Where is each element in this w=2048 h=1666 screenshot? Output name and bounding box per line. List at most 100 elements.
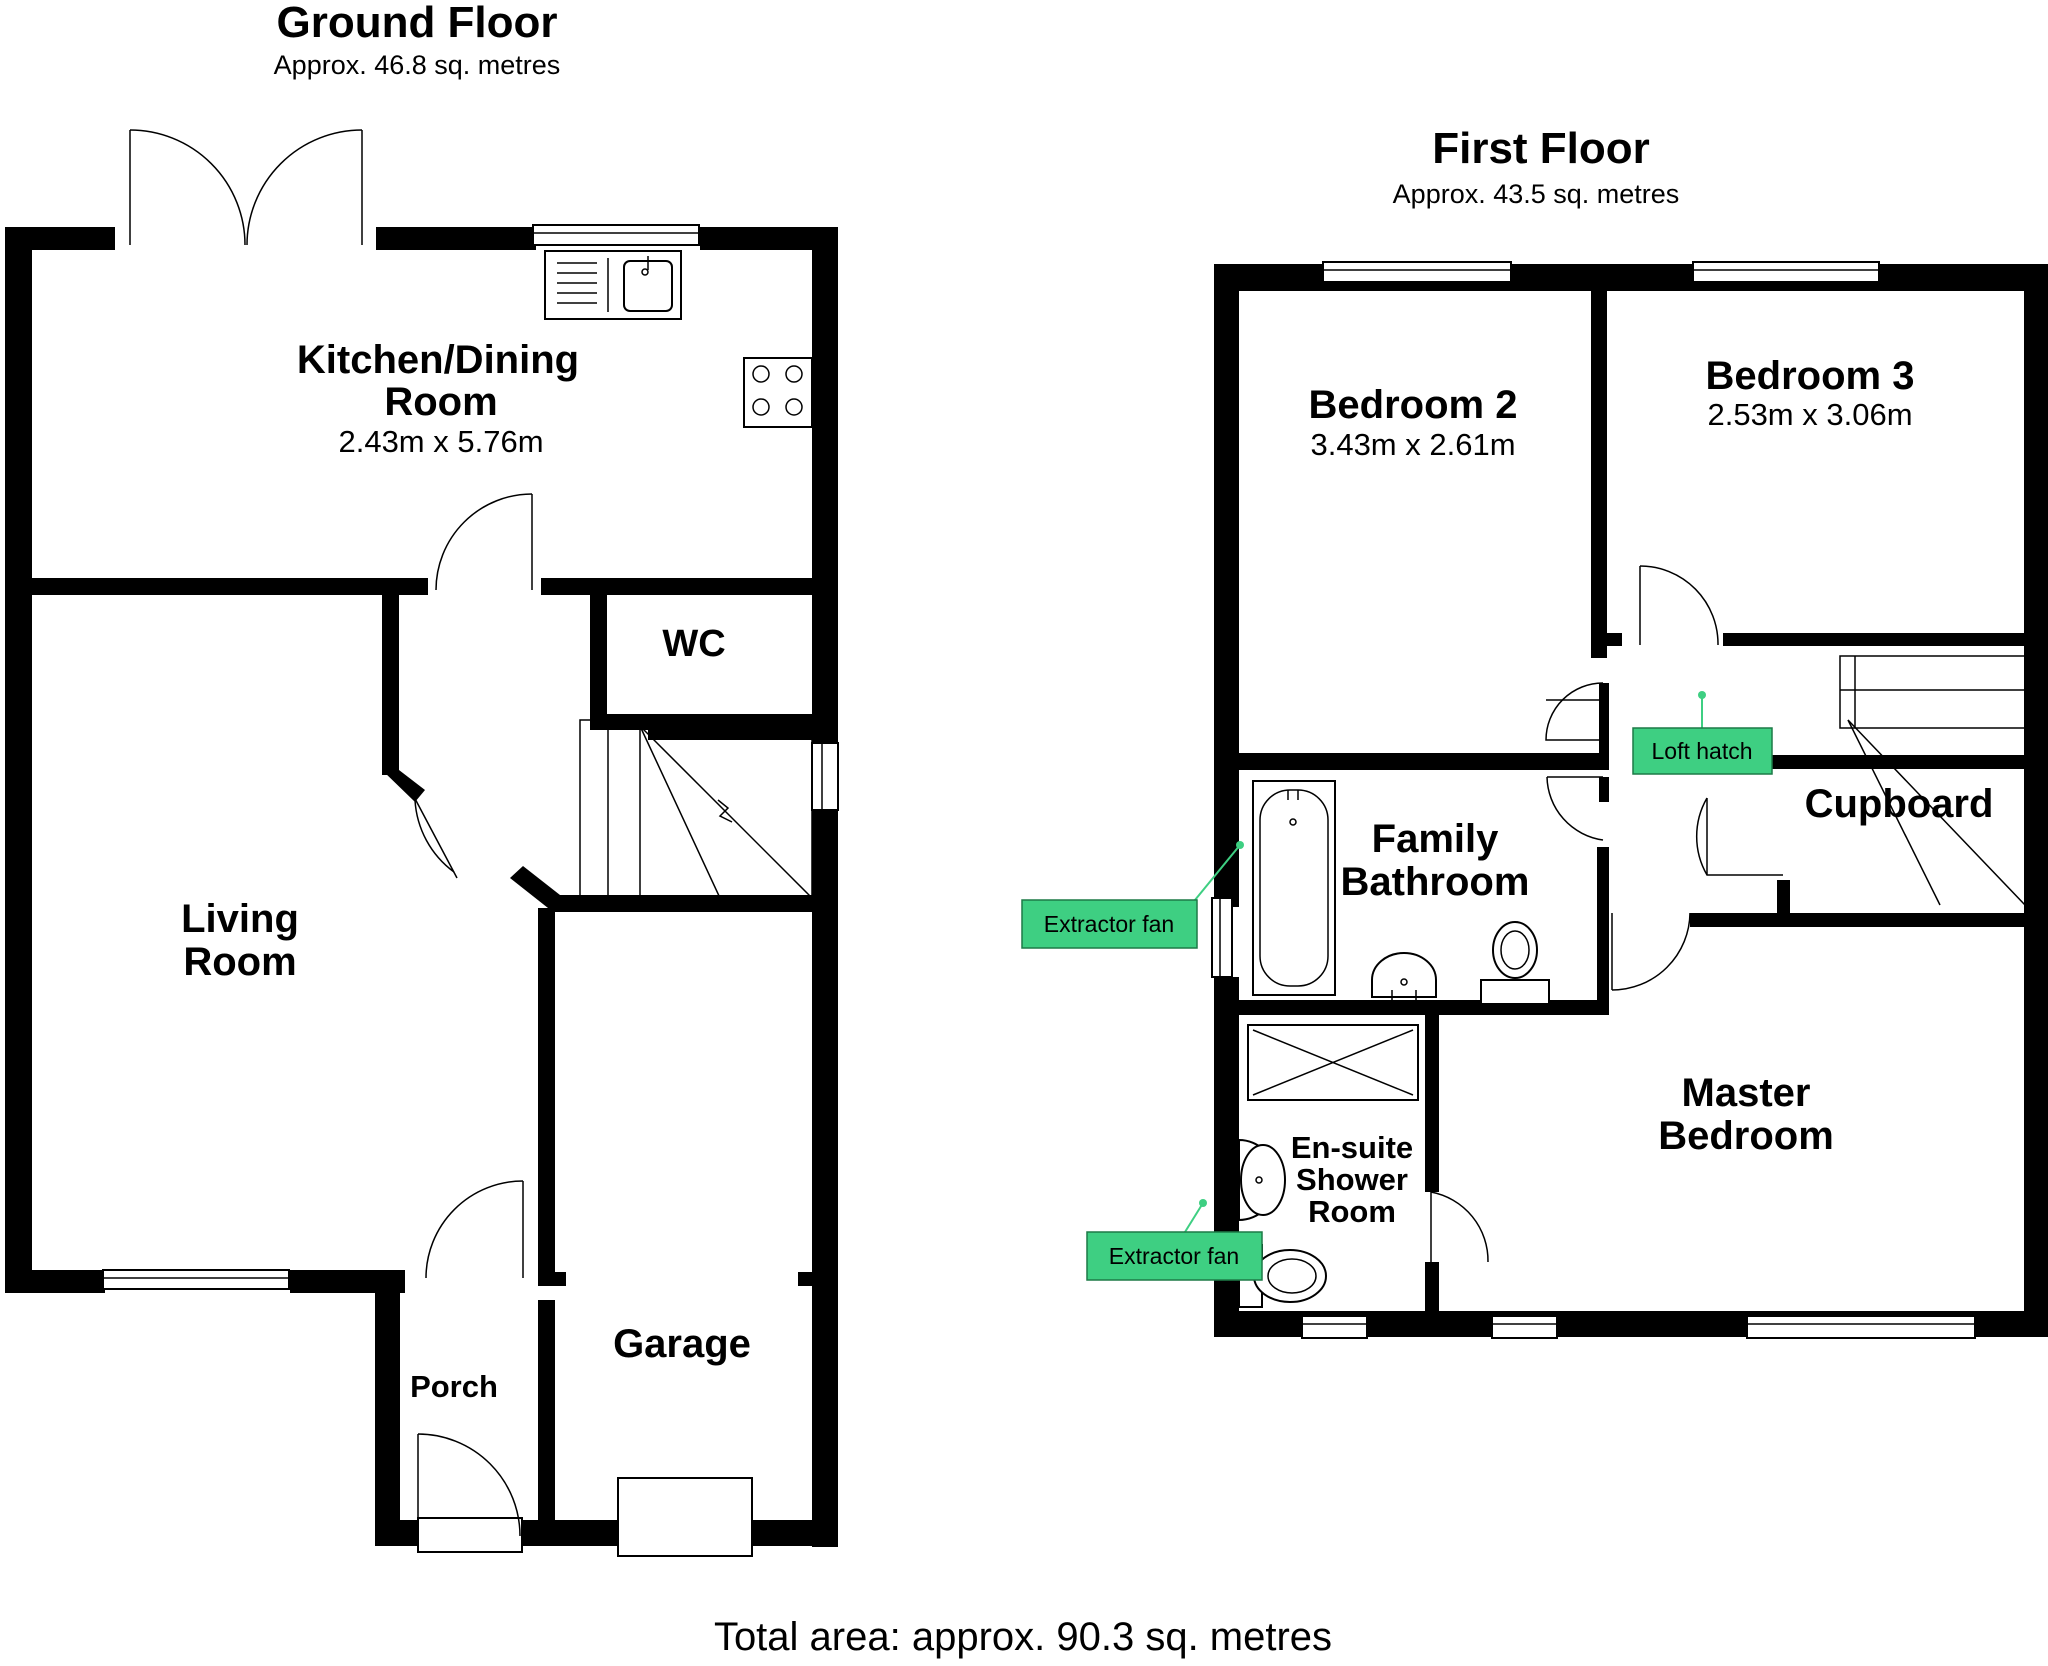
first-floor-plan: First Floor Approx. 43.5 sq. metres: [1021, 124, 2048, 1339]
wall: [538, 1300, 555, 1546]
wall: [1607, 633, 1622, 646]
first-floor-area: Approx. 43.5 sq. metres: [1393, 179, 1680, 209]
ground-floor-title: Ground Floor: [276, 0, 557, 47]
loft-hatch-label: Loft hatch: [1651, 738, 1752, 764]
cupboard-door: [1695, 797, 1783, 876]
wall: [1214, 264, 1239, 907]
wall: [1425, 1262, 1439, 1322]
wall: [375, 1520, 417, 1546]
wall: [522, 1520, 618, 1546]
living-room-label-line2: Room: [183, 940, 296, 984]
extractor-fan-bathroom-annotation: Extractor fan: [1021, 841, 1244, 949]
master-bedroom-label: Master: [1682, 1071, 1811, 1115]
wall: [1723, 633, 2024, 646]
wall: [1690, 913, 2024, 927]
extractor-fan-tag: [1021, 899, 1198, 949]
living-room-label: Living: [181, 897, 299, 941]
family-bathroom-label-line2: Bathroom: [1341, 860, 1530, 904]
wall: [376, 227, 536, 250]
leader-line: [1194, 844, 1241, 901]
wall: [1425, 1012, 1439, 1192]
ensuite-window: [1301, 1315, 1368, 1339]
bedroom-2-door: [1545, 682, 1604, 741]
bedroom-3-window: [1692, 261, 1880, 283]
wall: [1591, 290, 1607, 658]
wall: [1777, 880, 1790, 917]
loft-hatch-annotation: Loft hatch: [1632, 691, 1773, 775]
ensuite-label-line2: Shower: [1296, 1162, 1408, 1197]
wall: [590, 714, 812, 730]
ensuite-basin-icon: [1238, 1138, 1286, 1222]
shower-tray-icon: [1247, 1024, 1419, 1101]
wall: [1237, 1000, 1609, 1015]
garage-label: Garage: [613, 1322, 751, 1366]
wall: [375, 1270, 400, 1546]
ensuite-door: [1430, 1191, 1489, 1263]
extractor-fan-tag: [1086, 1231, 1263, 1281]
wall: [538, 908, 555, 1278]
living-room-window: [102, 1269, 290, 1290]
master-bedroom-door: [1611, 912, 1691, 991]
wall: [382, 595, 399, 775]
wall: [590, 595, 607, 721]
wall: [1599, 777, 1609, 802]
kitchen-dimensions: 2.43m x 5.76m: [338, 424, 543, 459]
total-area: Total area: approx. 90.3 sq. metres: [714, 1615, 1332, 1659]
porch-door: [417, 1180, 524, 1537]
family-bathroom-label: Family: [1372, 817, 1499, 861]
hob-icon: [743, 357, 813, 428]
ensuite-label: En-suite: [1291, 1130, 1413, 1165]
kitchen-door: [435, 493, 533, 591]
ground-floor-area: Approx. 46.8 sq. metres: [274, 50, 561, 80]
wall: [798, 1272, 814, 1286]
living-room-door: [411, 792, 458, 879]
wall: [5, 227, 115, 250]
wall: [648, 728, 812, 740]
porch-entrance-door: [417, 1517, 523, 1553]
wall: [32, 578, 428, 595]
master-bedroom-label-line2: Bedroom: [1658, 1114, 1834, 1158]
wall: [812, 227, 838, 1547]
wall: [548, 895, 812, 912]
kitchen-label-line2: Room: [384, 380, 497, 424]
leader-line: [1184, 1202, 1204, 1233]
wall: [752, 1520, 838, 1546]
wall: [1599, 683, 1609, 753]
wall: [5, 1270, 105, 1293]
bedroom-3-label: Bedroom 3: [1706, 354, 1915, 398]
wall: [1756, 755, 2024, 769]
bathroom-window: [1211, 897, 1233, 978]
staircase: [579, 719, 813, 899]
kitchen-label: Kitchen/Dining: [297, 338, 579, 382]
loft-hatch-tag: [1632, 727, 1773, 775]
extractor-fan-label: Extractor fan: [1044, 911, 1174, 937]
kitchen-window: [532, 224, 700, 246]
bathroom-door: [1546, 776, 1604, 841]
bedroom-2-dimensions: 3.43m x 2.61m: [1310, 427, 1515, 462]
extractor-fan-ensuite-annotation: Extractor fan: [1086, 1199, 1263, 1281]
wall: [700, 227, 838, 250]
wall: [5, 227, 32, 1293]
stair-void: [1839, 655, 2026, 906]
bedroom-3-dimensions: 2.53m x 3.06m: [1707, 397, 1912, 432]
ensuite-label-line3: Room: [1308, 1194, 1396, 1229]
wc-label: WC: [662, 623, 725, 665]
sink-icon: [544, 250, 682, 320]
master-window-small: [1491, 1315, 1558, 1339]
wall: [538, 1272, 566, 1286]
bedroom-2-label: Bedroom 2: [1309, 383, 1518, 427]
wall: [510, 866, 560, 908]
wall: [1237, 753, 1609, 770]
extractor-fan-label: Extractor fan: [1109, 1243, 1239, 1269]
master-window: [1746, 1315, 1976, 1339]
wall: [382, 770, 425, 802]
bath-icon: [1252, 780, 1336, 996]
porch-label: Porch: [410, 1369, 498, 1404]
wall: [1597, 847, 1609, 1012]
bedroom-2-window: [1322, 261, 1512, 283]
patio-doors: [129, 129, 363, 246]
cupboard-label: Cupboard: [1805, 782, 1994, 826]
first-floor-title: First Floor: [1432, 124, 1650, 173]
garage-door: [617, 1477, 753, 1557]
